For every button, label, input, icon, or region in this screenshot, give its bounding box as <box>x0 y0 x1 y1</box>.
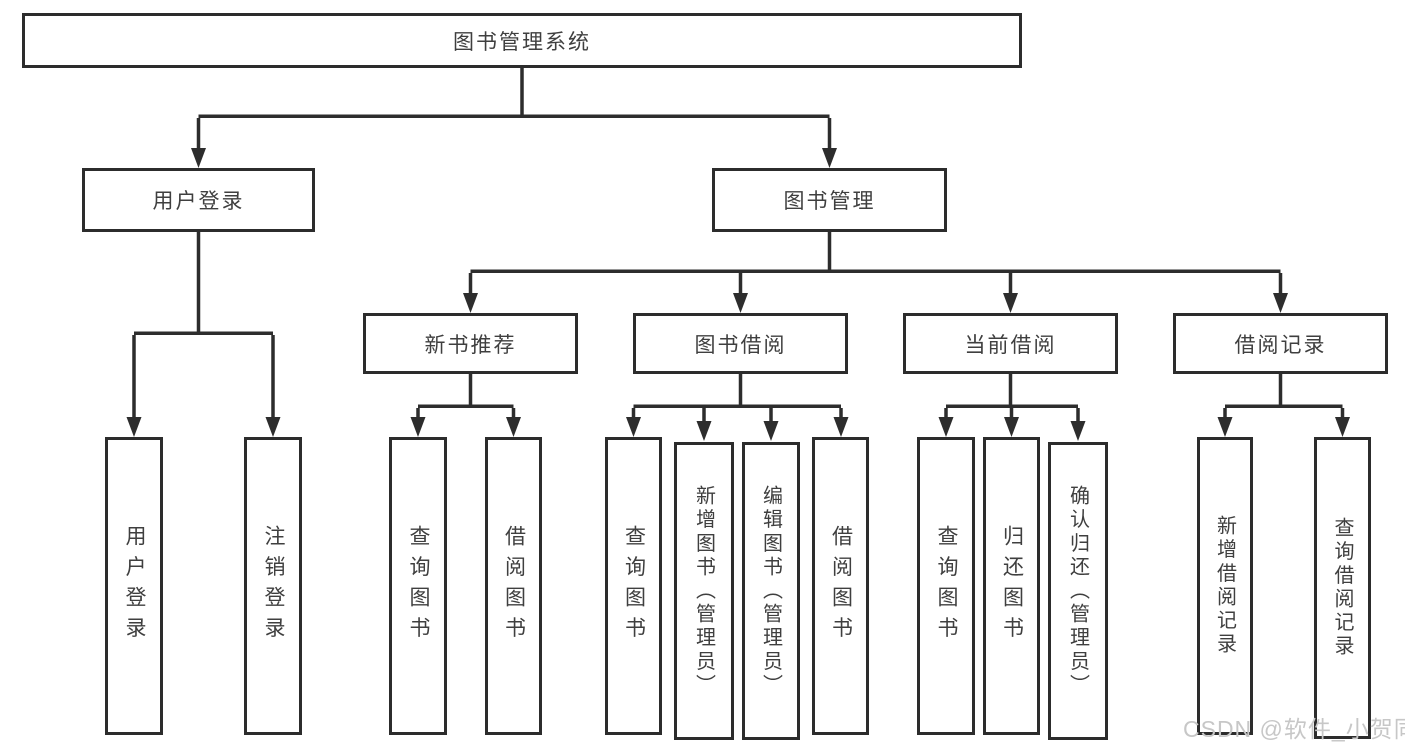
node-current-borrow: 当前借阅 <box>903 313 1118 374</box>
connector-book-borrow-branch <box>626 374 849 441</box>
connector-user-login-branch <box>126 232 281 437</box>
leaf-user-login: 用户登录 <box>105 437 163 735</box>
leaf-query-borrow-record: 查询借阅记录 <box>1314 437 1371 739</box>
node-new-book-recommend: 新书推荐 <box>363 313 578 374</box>
leaf-newrec-query-book: 查询图书 <box>389 437 447 735</box>
node-book-management: 图书管理 <box>712 168 947 232</box>
node-book-borrow: 图书借阅 <box>633 313 848 374</box>
leaf-borrow-query-book: 查询图书 <box>605 437 662 735</box>
connector-borrow-records-branch <box>1217 374 1350 437</box>
csdn-watermark: CSDN @软件_小贺同学 <box>1183 716 1405 742</box>
connector-new-book-rec-branch <box>410 374 521 437</box>
connector-current-borrow-branch <box>938 374 1086 441</box>
connector-root-to-level2 <box>191 68 837 168</box>
leaf-confirm-return-admin: 确认归还（管理员） <box>1048 442 1108 740</box>
leaf-return-book: 归还图书 <box>983 437 1040 735</box>
leaf-borrow-book: 借阅图书 <box>812 437 869 735</box>
node-borrow-records: 借阅记录 <box>1173 313 1388 374</box>
leaf-edit-book-admin: 编辑图书（管理员） <box>742 442 800 740</box>
leaf-current-query-book: 查询图书 <box>917 437 975 735</box>
leaf-add-borrow-record: 新增借阅记录 <box>1197 437 1253 735</box>
leaf-newrec-borrow-book: 借阅图书 <box>485 437 542 735</box>
node-user-login: 用户登录 <box>82 168 315 232</box>
node-root-system: 图书管理系统 <box>22 13 1022 68</box>
connector-book-mgmt-branch <box>463 232 1288 313</box>
leaf-logout: 注销登录 <box>244 437 302 735</box>
leaf-add-book-admin: 新增图书（管理员） <box>674 442 734 740</box>
